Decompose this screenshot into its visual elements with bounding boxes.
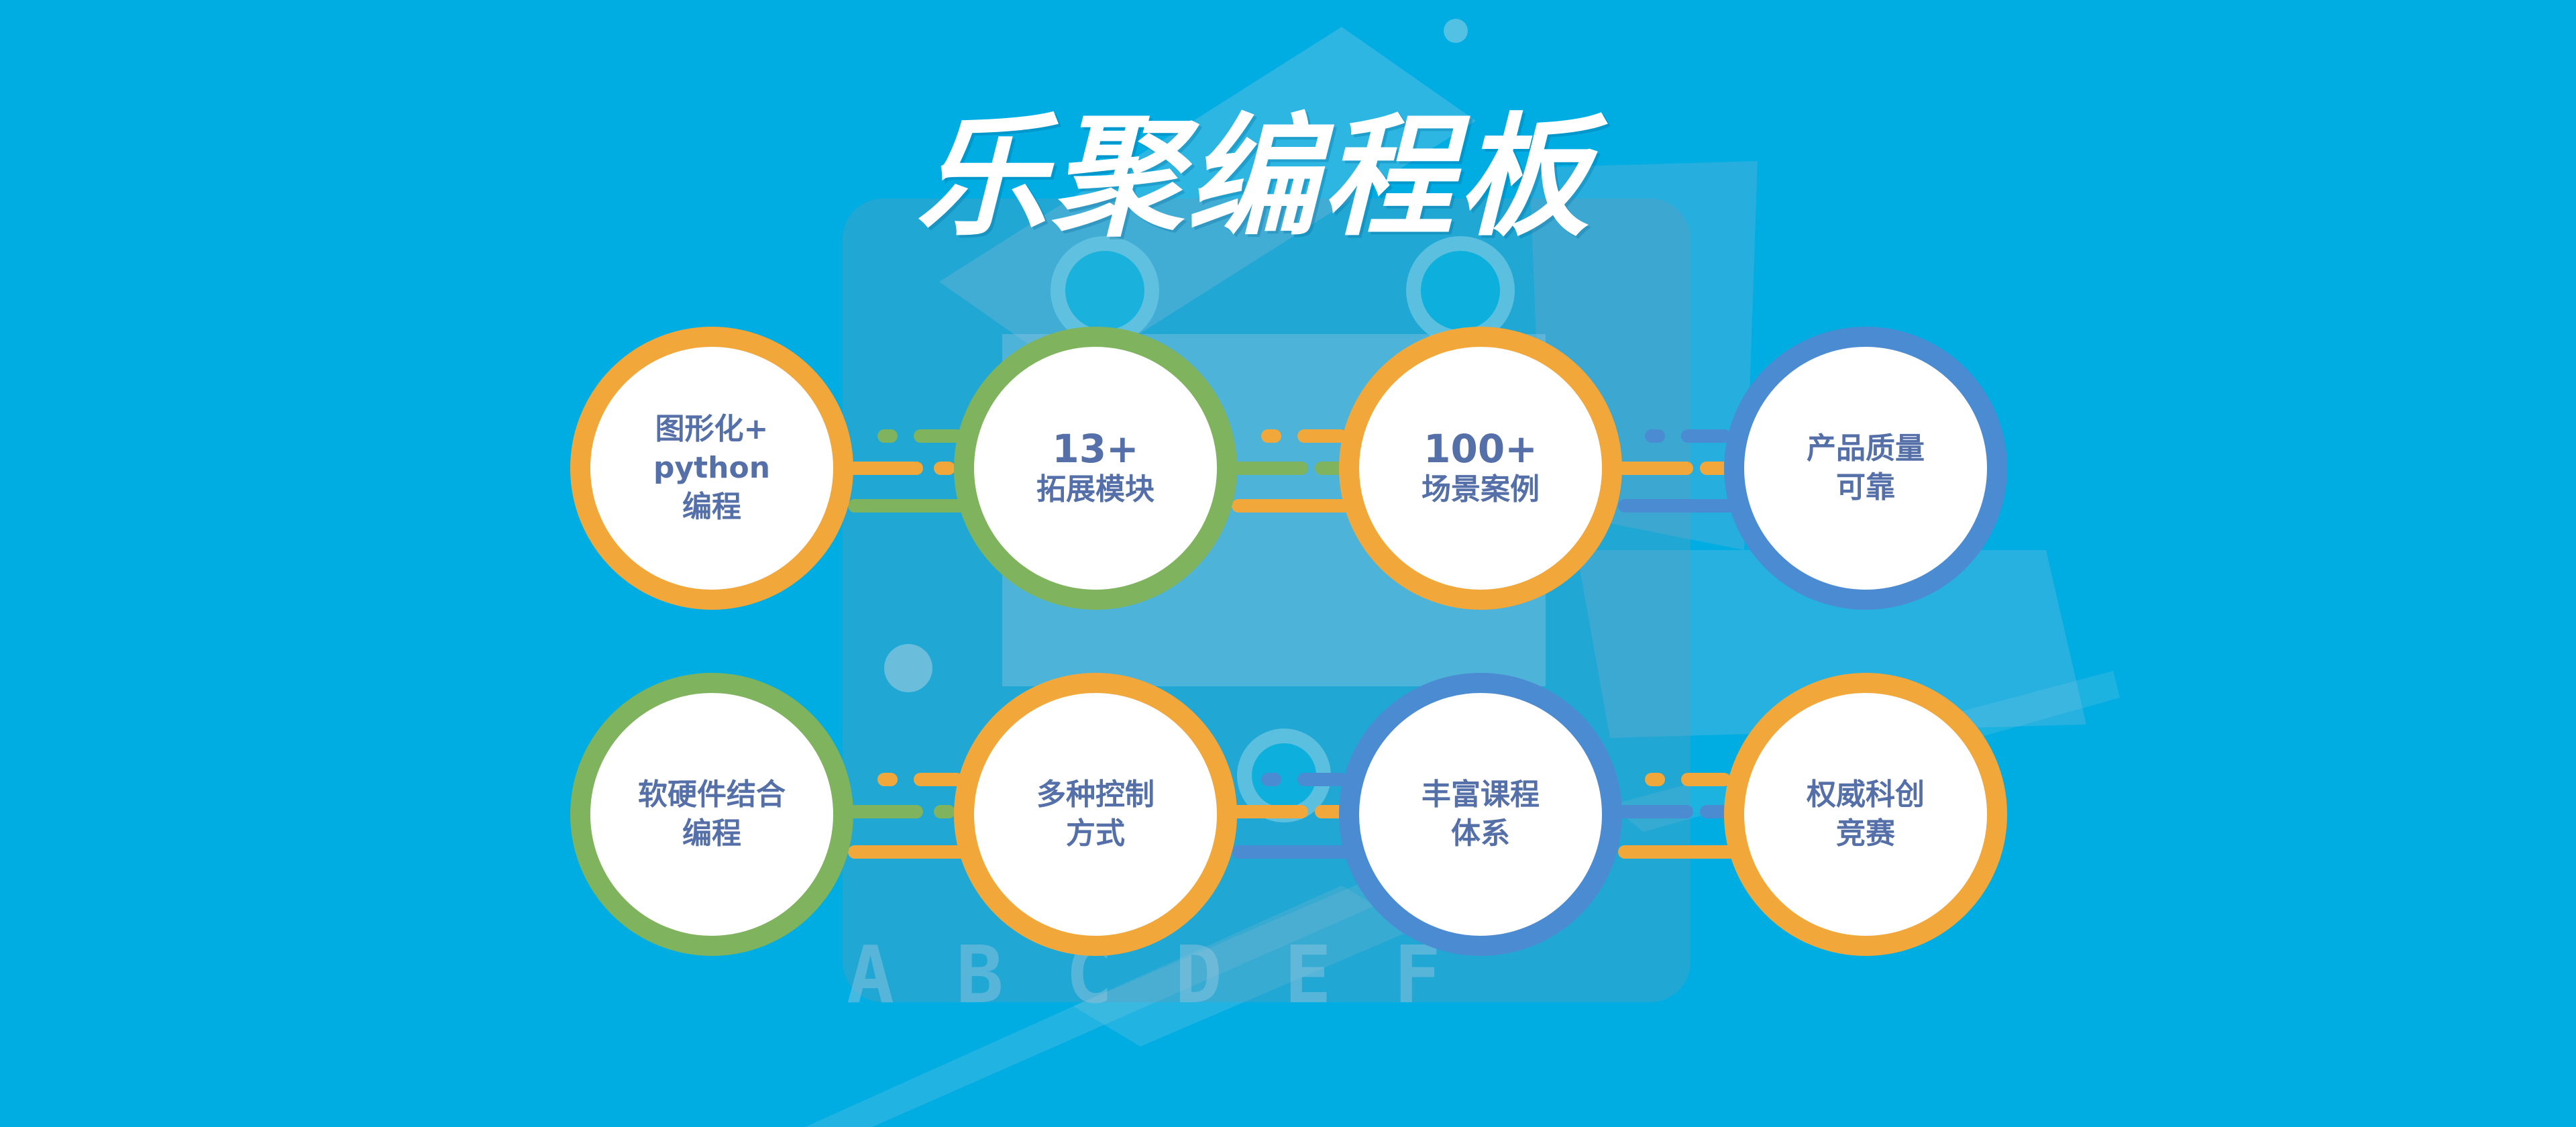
feature-expansion-modules: 13+ 拓展模块 — [954, 327, 1237, 610]
connector-dash — [934, 805, 955, 818]
feature-text: 软硬件结合 — [638, 777, 786, 812]
feature-text: 丰富课程 — [1421, 777, 1540, 812]
connector-dash — [1232, 845, 1356, 859]
connector-dash — [1681, 429, 1731, 443]
connector-dash — [1228, 805, 1308, 818]
connector-dash — [843, 805, 923, 818]
connector-dash — [914, 773, 963, 786]
board-mount-hole — [884, 644, 932, 692]
feature-competitions: 权威科创 竞赛 — [1724, 673, 2007, 956]
connector-dash — [1297, 773, 1347, 786]
connector-dash — [1681, 773, 1731, 786]
feature-text: 权威科创 — [1807, 777, 1925, 812]
feature-text: 可靠 — [1836, 470, 1895, 504]
feature-course-system: 丰富课程 体系 — [1339, 673, 1622, 956]
feature-number: 100+ — [1424, 426, 1538, 472]
board-pin-letters: ABCDEF — [847, 928, 1503, 1021]
connector-dash — [934, 462, 955, 475]
connector-dash — [848, 845, 973, 859]
feature-hardware-software: 软硬件结合 编程 — [570, 673, 853, 956]
page-title: 乐聚编程板 — [915, 101, 1593, 254]
feature-text: 编程 — [682, 816, 741, 851]
connector-dash — [1645, 773, 1665, 786]
connector-dash — [877, 429, 898, 443]
feature-product-quality: 产品质量 可靠 — [1724, 327, 2007, 610]
connector-dash — [1228, 462, 1308, 475]
connector-dash — [1618, 845, 1743, 859]
feature-text: 竞赛 — [1836, 816, 1895, 851]
feature-control-methods: 多种控制 方式 — [954, 673, 1237, 956]
feature-number: 13+ — [1052, 426, 1139, 472]
feature-graphical-python: 图形化+ python 编程 — [570, 327, 853, 610]
feature-text: 多种控制 — [1036, 777, 1155, 812]
feature-text: 编程 — [682, 490, 741, 524]
feature-text: 产品质量 — [1807, 431, 1925, 466]
connector-dash — [1232, 499, 1356, 513]
feature-text: python — [653, 451, 771, 485]
connector-dash — [877, 773, 898, 786]
connector-dash — [1261, 429, 1281, 443]
feature-text: 拓展模块 — [1036, 472, 1155, 506]
connector-dash — [843, 462, 923, 475]
connector-dash — [1297, 429, 1347, 443]
connector-dash — [848, 499, 973, 513]
feature-text: 方式 — [1066, 816, 1125, 851]
connector-dash — [1613, 805, 1693, 818]
connector-dash — [1645, 429, 1665, 443]
feature-text: 图形化+ — [655, 412, 769, 446]
connector-dash — [1613, 462, 1693, 475]
feature-text: 场景案例 — [1421, 472, 1540, 506]
feature-text: 体系 — [1451, 816, 1510, 851]
feature-scenario-cases: 100+ 场景案例 — [1339, 327, 1622, 610]
connector-dash — [1261, 773, 1281, 786]
connector-dash — [914, 429, 963, 443]
connector-dash — [1618, 499, 1743, 513]
